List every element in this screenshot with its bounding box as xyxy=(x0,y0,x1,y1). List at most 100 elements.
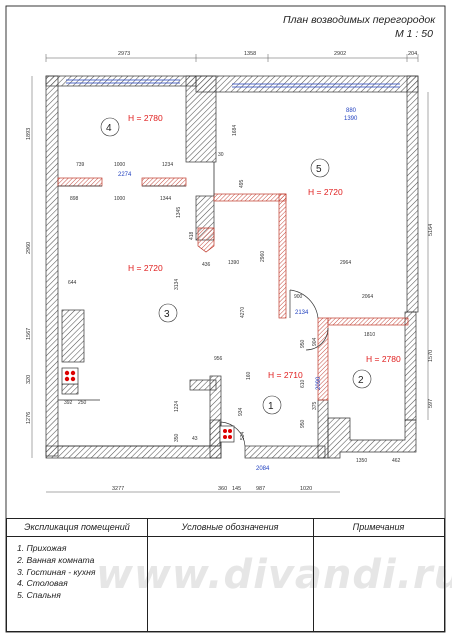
door-label-2090: 2090 xyxy=(316,376,322,390)
table-header-rooms: Экспликация помещений xyxy=(7,519,147,537)
legend-table: Экспликация помещений Условные обозначен… xyxy=(6,518,445,632)
svg-text:250: 250 xyxy=(78,400,87,406)
room-2-number: 2 xyxy=(358,375,364,386)
room-4-marker xyxy=(100,117,120,137)
svg-text:534: 534 xyxy=(240,431,246,440)
svg-text:1390: 1390 xyxy=(228,260,239,266)
dim-top-2: 1358 xyxy=(244,51,256,57)
svg-text:1810: 1810 xyxy=(364,332,375,338)
svg-text:392: 392 xyxy=(64,400,73,406)
dim-left-3: 1567 xyxy=(26,328,32,340)
svg-text:950: 950 xyxy=(300,419,306,428)
svg-text:1000: 1000 xyxy=(114,162,125,168)
svg-text:1684: 1684 xyxy=(232,125,238,136)
dimension-lines xyxy=(31,54,429,493)
svg-text:4270: 4270 xyxy=(240,307,246,318)
room-4-height: H = 2780 xyxy=(128,113,163,123)
room-5-height: H = 2720 xyxy=(308,187,343,197)
list-item: 5. Спальня xyxy=(17,590,61,601)
svg-text:2960: 2960 xyxy=(260,251,266,262)
svg-text:1000: 1000 xyxy=(114,196,125,202)
svg-text:610: 610 xyxy=(300,379,306,388)
dim-bottom-1: 3277 xyxy=(112,486,124,492)
svg-text:900: 900 xyxy=(294,294,303,300)
svg-text:436: 436 xyxy=(202,262,211,268)
svg-text:350: 350 xyxy=(174,433,180,442)
svg-text:495: 495 xyxy=(239,179,245,188)
room-1-number: 1 xyxy=(268,401,274,412)
doors xyxy=(220,289,329,447)
svg-text:418: 418 xyxy=(189,231,195,240)
watermark: www.divandi.ru xyxy=(96,552,452,598)
sheet-frame xyxy=(5,5,446,633)
svg-text:1350: 1350 xyxy=(356,458,367,464)
svg-text:160: 160 xyxy=(246,371,252,380)
dim-bottom-3: 145 xyxy=(232,486,241,492)
room-3-number: 3 xyxy=(164,309,170,320)
room-3-height: H = 2720 xyxy=(128,263,163,273)
dim-bottom-5: 1020 xyxy=(300,486,312,492)
svg-text:1224: 1224 xyxy=(174,401,180,412)
rooms-list: 1. Прихожая 2. Ванная комната 3. Гостина… xyxy=(17,543,95,602)
room-4-number: 4 xyxy=(106,123,112,134)
window-label-880: 880 xyxy=(346,108,357,114)
door-label-2134: 2134 xyxy=(295,310,309,316)
svg-text:2964: 2964 xyxy=(340,260,351,266)
dim-left-1: 1893 xyxy=(26,128,32,140)
svg-text:375: 375 xyxy=(312,401,318,410)
list-item: 4. Столовая xyxy=(17,578,68,589)
svg-text:1344: 1344 xyxy=(160,196,171,202)
svg-text:1234: 1234 xyxy=(162,162,173,168)
svg-text:904: 904 xyxy=(312,337,318,346)
interior-lines xyxy=(58,162,215,447)
dim-left-4: 320 xyxy=(26,375,32,384)
svg-text:462: 462 xyxy=(392,458,401,464)
svg-text:2064: 2064 xyxy=(362,294,373,300)
dim-top-1: 2973 xyxy=(118,51,130,57)
dim-right-3: 597 xyxy=(428,399,434,408)
svg-text:644: 644 xyxy=(68,280,77,286)
room-3-marker xyxy=(158,303,178,323)
room-2-marker xyxy=(352,369,372,389)
hall-height: H = 2710 xyxy=(268,370,303,380)
plan-scale: М 1 : 50 xyxy=(395,28,433,40)
dim-left-2: 2960 xyxy=(26,242,32,254)
dim-top-3: 2902 xyxy=(334,51,346,57)
svg-text:950: 950 xyxy=(300,339,306,348)
door-label-2274: 2274 xyxy=(118,172,132,178)
table-col-symbols xyxy=(147,519,314,631)
dim-bottom-4: 987 xyxy=(256,486,265,492)
dim-top-4: 204 xyxy=(408,51,417,57)
svg-text:898: 898 xyxy=(70,196,79,202)
new-partitions xyxy=(57,177,409,401)
svg-text:30: 30 xyxy=(218,152,224,158)
svg-text:1345: 1345 xyxy=(176,207,182,218)
table-col-rooms xyxy=(7,519,148,631)
window-label-1390: 1390 xyxy=(344,116,358,122)
list-item: 3. Гостиная - кухня xyxy=(17,566,96,577)
stove xyxy=(61,367,235,443)
room-2-height: H = 2780 xyxy=(366,354,401,364)
svg-text:43: 43 xyxy=(192,436,198,442)
svg-text:956: 956 xyxy=(214,356,223,362)
dim-right-2: 1570 xyxy=(428,350,434,362)
room-1-marker xyxy=(262,395,282,415)
dim-left-5: 1276 xyxy=(26,412,32,424)
table-header-notes: Примечания xyxy=(313,519,444,537)
inner-dimensions: 739 1000 1234 898 1000 1344 1684 30 495 … xyxy=(64,125,401,464)
list-item: 2. Ванная комната xyxy=(17,554,95,565)
windows xyxy=(66,79,400,88)
room-5-number: 5 xyxy=(316,164,322,175)
plan-title: План возводимых перегородок xyxy=(283,14,436,26)
door-label-2084: 2084 xyxy=(256,466,270,472)
list-item: 1. Прихожая xyxy=(17,543,67,553)
svg-text:934: 934 xyxy=(238,407,244,416)
dim-right-1: 5164 xyxy=(428,224,434,236)
room-5-marker xyxy=(310,158,330,178)
table-header-symbols: Условные обозначения xyxy=(147,519,313,537)
svg-text:739: 739 xyxy=(76,162,85,168)
svg-text:3134: 3134 xyxy=(174,279,180,290)
dim-bottom-2: 360 xyxy=(218,486,227,492)
